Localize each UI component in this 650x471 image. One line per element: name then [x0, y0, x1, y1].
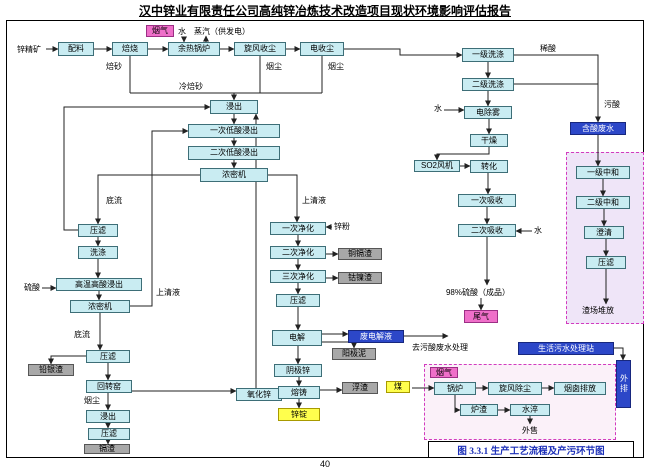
- figure-caption: 图 3.3.1 生产工艺流程及产污环节图: [428, 441, 634, 458]
- node-leaching-2: 浸出: [86, 410, 130, 423]
- node-spent-electrolyte: 废电解液: [348, 330, 404, 343]
- node-zinc-oxide: 氧化锌: [236, 388, 282, 401]
- node-cathode-zinc: 阴极锌: [274, 364, 322, 377]
- node-waste-acid-label: 污酸: [604, 100, 620, 109]
- node-water-absorption-label: 水: [534, 226, 542, 235]
- node-dust-label-1: 烟尘: [266, 62, 282, 71]
- node-acid-wastewater: 含酸废水: [570, 122, 626, 135]
- node-waste-heat-boiler: 余热锅炉: [168, 42, 220, 56]
- node-calcine-label: 焙砂: [106, 62, 122, 71]
- node-so2-fan: SO2风机: [414, 160, 460, 172]
- report-title: 汉中锌业有限责任公司高纯锌冶炼技术改造项目现状环境影响评估报告: [138, 4, 511, 18]
- node-dust-label-2: 烟尘: [328, 62, 344, 71]
- node-overflow-label-1: 上清液: [302, 196, 326, 205]
- node-washing-1: 洗涤: [78, 246, 118, 259]
- node-second-washing: 二级洗涤: [462, 78, 514, 91]
- node-discharge-outfall: 外排: [616, 360, 631, 408]
- node-purification-2: 二次净化: [270, 246, 326, 259]
- node-acid-product-label: 98%硫酸（成品）: [445, 288, 510, 297]
- node-neutralization-1: 一级中和: [576, 166, 630, 179]
- node-boiler-flue-gas: 烟气: [430, 367, 458, 378]
- node-zinc-ingot: 锌锭: [278, 408, 320, 421]
- node-electrostatic-dust-collector: 电收尘: [300, 42, 344, 56]
- node-to-acid-wastewater-label: 去污酸废水处理: [412, 343, 468, 352]
- node-cold-calcine-label: 冷焙砂: [179, 82, 203, 91]
- node-flue-gas-top: 烟气: [146, 25, 174, 37]
- node-hot-acid-leaching: 高温高酸浸出: [56, 278, 142, 291]
- node-batching: 配料: [58, 42, 94, 56]
- node-sold-label: 外售: [522, 426, 538, 435]
- node-water-boiler-label: 水: [178, 27, 186, 36]
- node-lead-silver-residue: 铅银渣: [28, 364, 74, 376]
- node-scum: 浮渣: [342, 382, 378, 394]
- node-water-quenching: 水淬: [510, 404, 550, 416]
- node-cyclone-dust-collector: 旋风收尘: [234, 42, 286, 56]
- node-second-low-acid-leaching: 二次低酸浸出: [188, 146, 280, 160]
- node-clarification: 澄清: [584, 226, 624, 239]
- node-cadmium-residue: 镉渣: [84, 444, 130, 454]
- node-underflow-label-2: 底流: [74, 330, 90, 339]
- node-overflow-label-2: 上清液: [156, 288, 180, 297]
- node-filter-press-4: 压滤: [276, 294, 320, 307]
- node-conversion: 转化: [470, 160, 508, 173]
- node-neutralization-2: 二级中和: [576, 196, 630, 209]
- area-acid-wastewater-treatment-area: [566, 152, 644, 324]
- node-anode-mud: 阳极泥: [332, 348, 376, 360]
- page-number: 40: [319, 459, 330, 469]
- node-cyclone-deduster: 旋风除尘: [488, 382, 542, 395]
- node-purification-1: 一次净化: [270, 222, 326, 235]
- node-sewage-treatment: 生活污水处理站: [518, 342, 614, 355]
- node-melting-casting: 熔铸: [278, 386, 320, 399]
- node-purification-3: 三次净化: [270, 270, 326, 283]
- area-boiler-flue-gas-area: [424, 364, 616, 440]
- node-steam-label: 蒸汽（供发电）: [194, 27, 250, 36]
- node-filter-press-5: 压滤: [586, 256, 626, 269]
- node-coal: 煤: [386, 381, 410, 393]
- node-cobalt-nickel-residue: 钴镍渣: [338, 272, 382, 284]
- node-filter-press-2: 压滤: [86, 350, 130, 363]
- node-zinc-concentrate: 锌精矿: [17, 44, 41, 54]
- node-roasting: 焙烧: [112, 42, 148, 56]
- node-first-washing: 一级洗涤: [462, 48, 514, 62]
- node-second-absorption: 二次吸收: [458, 224, 516, 237]
- node-rotary-kiln: 回转窑: [86, 380, 132, 393]
- node-electric-demister: 电除雾: [464, 106, 512, 119]
- node-water-demister-label: 水: [434, 104, 442, 113]
- node-copper-cadmium-residue: 铜镉渣: [338, 248, 382, 260]
- node-electrolysis: 电解: [272, 330, 322, 346]
- node-zinc-powder-label: 锌粉: [334, 222, 350, 231]
- node-first-absorption: 一次吸收: [458, 194, 516, 207]
- node-stack-discharge: 烟囱排放: [554, 382, 606, 395]
- node-underflow-label-1: 底流: [106, 196, 122, 205]
- node-thickener-1: 浓密机: [200, 168, 268, 182]
- node-thickener-2: 浓密机: [70, 300, 130, 313]
- node-sulfuric-acid-label: 硫酸: [24, 283, 40, 292]
- node-filter-press-3: 压滤: [88, 428, 130, 440]
- node-boiler: 锅炉: [434, 382, 476, 395]
- node-dilute-acid-label: 稀酸: [540, 44, 556, 53]
- node-leaching: 浸出: [210, 100, 258, 114]
- node-slag-yard-label: 渣场堆放: [582, 306, 614, 315]
- node-drying: 干燥: [470, 134, 508, 147]
- node-tail-gas: 尾气: [464, 310, 498, 323]
- node-kiln-dust-label: 烟尘: [84, 396, 100, 405]
- node-boiler-slag: 炉渣: [460, 404, 498, 416]
- node-filter-press-1: 压滤: [78, 224, 118, 237]
- node-first-low-acid-leaching: 一次低酸浸出: [188, 124, 280, 138]
